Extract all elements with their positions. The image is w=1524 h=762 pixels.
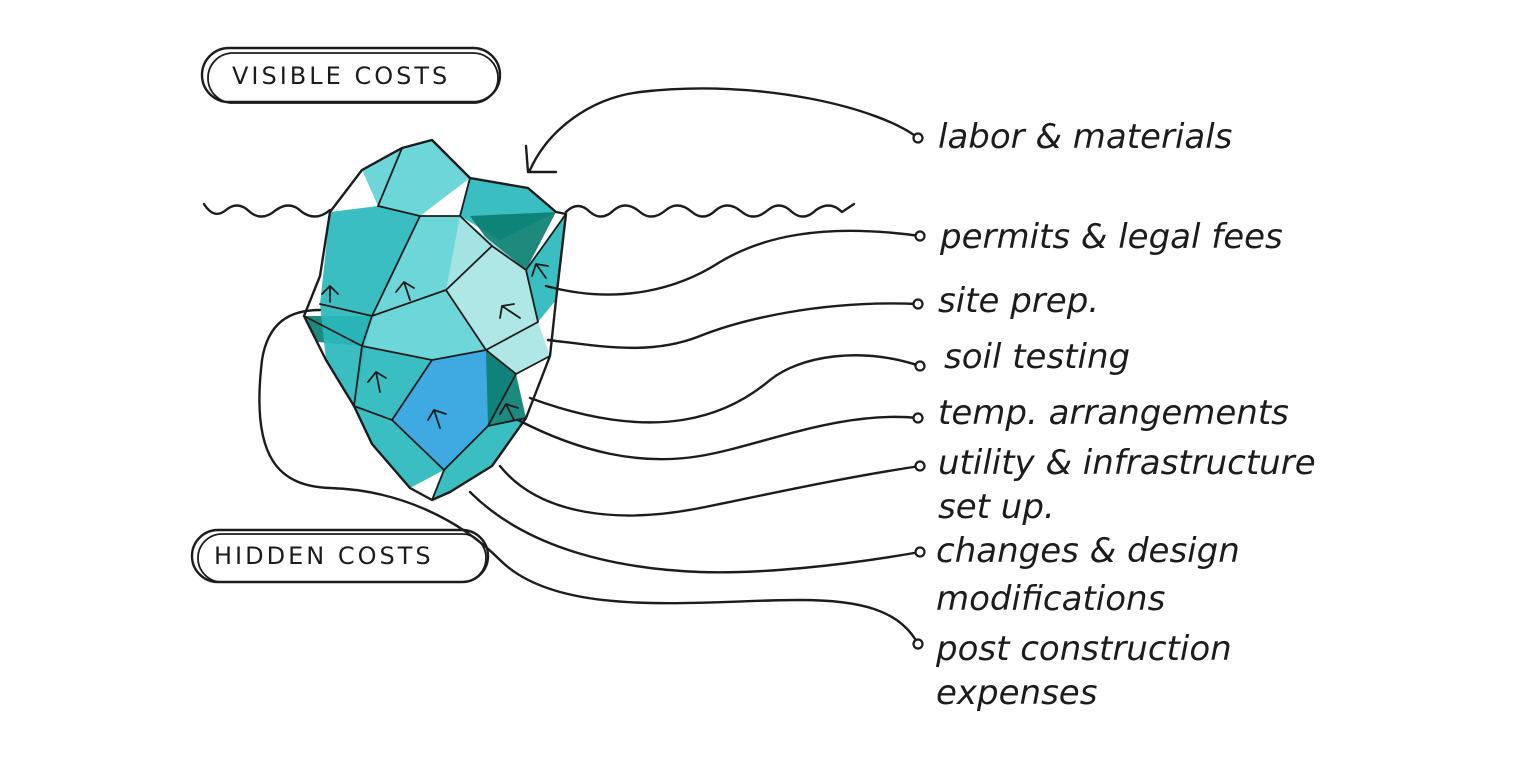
connector-changes [468, 490, 922, 574]
ice-facet [470, 212, 556, 270]
item-temp-arrangements: temp. arrangements [938, 393, 1289, 433]
item-soil-testing: soil testing [944, 337, 1130, 377]
bullet-dot [912, 412, 924, 424]
iceberg-illustration [302, 138, 568, 502]
bullet-dots [912, 132, 926, 650]
bullet-dot [912, 132, 924, 144]
connector-permits [544, 229, 922, 296]
ice-facet [392, 350, 516, 470]
connector-temp [516, 415, 920, 461]
bullet-dot [914, 460, 926, 472]
connector-utility [498, 464, 922, 517]
ice-facet [354, 346, 432, 420]
item-labor-materials: labor & materials [938, 117, 1232, 157]
visible-costs-text: VISIBLE COSTS [232, 62, 450, 90]
item-changes-line1: changes & design [936, 531, 1240, 571]
connector-post [258, 308, 920, 646]
ice-facet [362, 140, 470, 216]
bullet-dot [914, 230, 926, 242]
connector-site-prep [546, 302, 920, 350]
connector-lines [258, 87, 922, 646]
ice-facet [446, 216, 538, 350]
bullet-dot [912, 298, 924, 310]
hidden-costs-text: HIDDEN COSTS [214, 542, 434, 570]
bullet-dot [912, 638, 924, 650]
arrowhead-icon [524, 144, 558, 174]
item-post-line2: expenses [936, 673, 1097, 713]
visible-costs-label: VISIBLE COSTS [200, 46, 502, 104]
item-utility-line1: utility & infrastructure [938, 443, 1316, 483]
item-changes-line2: modifications [936, 579, 1165, 619]
ice-facet [320, 206, 420, 316]
ice-facet [362, 290, 486, 360]
connector-labor [528, 87, 920, 172]
item-permits-legal: permits & legal fees [939, 217, 1283, 257]
cost-items: labor & materials permits & legal fees s… [935, 117, 1316, 713]
item-site-prep: site prep. [938, 281, 1099, 321]
waterline [202, 202, 856, 218]
bullet-dot [914, 360, 926, 372]
item-post-line1: post construction [935, 629, 1232, 669]
ice-facet [354, 406, 444, 488]
hidden-costs-label: HIDDEN COSTS [190, 528, 490, 584]
bullet-dot [914, 546, 926, 558]
item-utility-line2: set up. [938, 487, 1055, 527]
ice-facet [486, 322, 550, 374]
connector-soil [528, 354, 922, 424]
ice-facet [432, 418, 526, 500]
